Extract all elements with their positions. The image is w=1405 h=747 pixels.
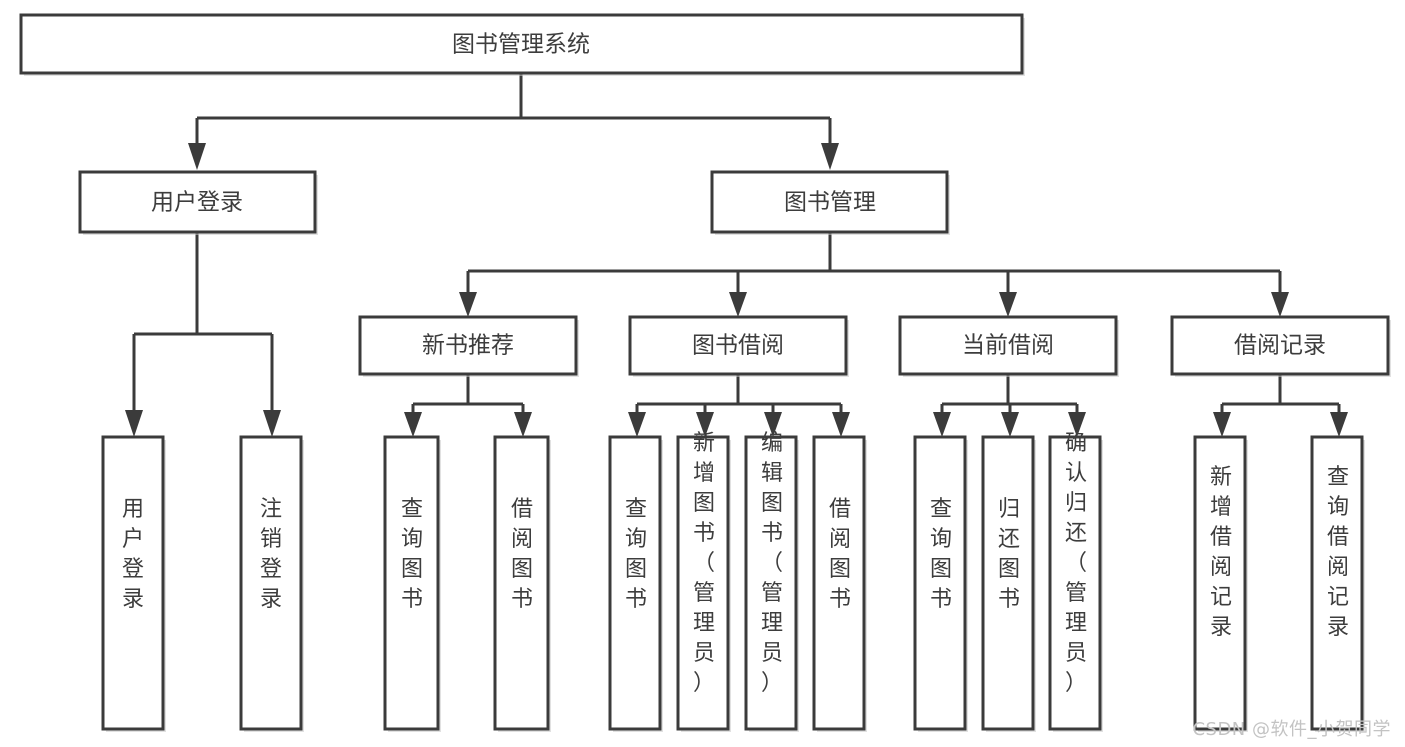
arrow-head-nbr-leaf-1 [404, 412, 422, 437]
connector-group-borrow-record [1213, 374, 1348, 437]
leaf-cb-2-rect[interactable] [981, 435, 1035, 731]
leaf-current-borrow-2[interactable]: 归还图书 [981, 435, 1036, 732]
leaf-bb-2-label: 新增图书（管理员） [693, 431, 715, 696]
leaf-cb-2-label: 归还图书 [998, 497, 1020, 612]
leaf-book-borrow-3[interactable]: 编辑图书（管理员） [744, 431, 799, 732]
arrow-head-cb-leaf-2 [1001, 412, 1019, 437]
leaf-bb-3-label: 编辑图书（管理员） [761, 431, 783, 696]
connector-group-user-login [125, 232, 281, 437]
arrow-head-bb-leaf-3 [764, 412, 782, 437]
node-new-book-rec[interactable]: 新书推荐 [358, 315, 579, 377]
arrow-head-br-leaf-2 [1330, 412, 1348, 437]
arrow-head-book-borrow [729, 292, 747, 317]
arrow-head-leaf-logout [263, 410, 281, 437]
leaf-current-borrow-3[interactable]: 确认归还（管理员） [1048, 431, 1103, 732]
leaf-bb-4-rect[interactable] [812, 435, 866, 731]
arrow-head-br-leaf-1 [1213, 412, 1231, 437]
leaf-cb-1-label: 查询图书 [930, 497, 952, 612]
leaf-cb-3-rect[interactable] [1048, 435, 1102, 731]
arrow-head-bb-leaf-2 [696, 412, 714, 437]
node-book-borrow[interactable]: 图书借阅 [628, 315, 849, 377]
connector-group-root [188, 74, 839, 170]
connector-group-current-borrow [933, 374, 1086, 437]
leaf-nbr-2-rect[interactable] [493, 435, 550, 731]
node-book-mgmt[interactable]: 图书管理 [710, 170, 950, 235]
node-root-system[interactable]: 图书管理系统 [19, 13, 1025, 76]
arrow-head-cb-leaf-1 [933, 412, 951, 437]
arrow-head-book-mgmt [821, 143, 839, 170]
leaf-book-borrow-4[interactable]: 借阅图书 [812, 435, 867, 732]
leaf-user-login-1-label: 用户登录 [122, 497, 144, 612]
leaf-nbr-1-rect[interactable] [383, 435, 440, 731]
leaf-borrow-record-1[interactable]: 新增借阅记录 [1193, 435, 1248, 732]
leaf-borrow-record-2[interactable]: 查询借阅记录 [1310, 435, 1365, 732]
leaf-cb-1-rect[interactable] [913, 435, 967, 731]
node-borrow-record-label: 借阅记录 [1234, 333, 1326, 359]
leaf-bb-1-label: 查询图书 [625, 497, 647, 612]
node-new-book-rec-rect[interactable] [358, 315, 578, 376]
arrow-head-bb-leaf-4 [832, 412, 850, 437]
leaf-user-login-2-rect[interactable] [239, 435, 303, 731]
leaf-new-book-rec-2[interactable]: 借阅图书 [493, 435, 551, 732]
arrow-head-current-borrow [999, 292, 1017, 317]
node-borrow-record-rect[interactable] [1170, 315, 1390, 376]
node-book-borrow-rect[interactable] [628, 315, 848, 376]
node-current-borrow-rect[interactable] [898, 315, 1118, 376]
node-book-mgmt-rect[interactable] [710, 170, 949, 234]
leaf-user-login-1[interactable]: 用户登录 [101, 435, 166, 732]
connector-group-book-mgmt [459, 232, 1289, 317]
leaf-nbr-1-label: 查询图书 [401, 497, 423, 612]
node-current-borrow[interactable]: 当前借阅 [898, 315, 1119, 377]
node-user-login-rect[interactable] [78, 170, 317, 234]
leaf-bb-3-rect[interactable] [744, 435, 798, 731]
connector-group-new-book-rec [404, 374, 532, 437]
node-current-borrow-label: 当前借阅 [962, 333, 1054, 359]
arrow-head-borrow-record [1271, 292, 1289, 317]
node-root-label: 图书管理系统 [452, 32, 590, 58]
leaf-book-borrow-2[interactable]: 新增图书（管理员） [676, 431, 731, 732]
arrow-head-nbr-leaf-2 [514, 412, 532, 437]
leaf-br-2-rect[interactable] [1310, 435, 1364, 731]
node-book-borrow-label: 图书借阅 [692, 333, 784, 359]
leaf-current-borrow-1[interactable]: 查询图书 [913, 435, 968, 732]
arrow-head-leaf-user-login [125, 410, 143, 437]
leaf-nbr-2-label: 借阅图书 [511, 497, 533, 612]
node-borrow-record[interactable]: 借阅记录 [1170, 315, 1391, 377]
leaf-book-borrow-1[interactable]: 查询图书 [608, 435, 663, 732]
node-user-login[interactable]: 用户登录 [78, 170, 318, 235]
leaf-bb-1-rect[interactable] [608, 435, 662, 731]
arrow-head-cb-leaf-3 [1068, 412, 1086, 437]
arrow-head-bb-leaf-1 [628, 412, 646, 437]
leaf-user-login-2[interactable]: 注销登录 [239, 435, 304, 732]
leaf-bb-4-label: 借阅图书 [829, 497, 851, 612]
node-new-book-rec-label: 新书推荐 [422, 333, 514, 359]
node-book-mgmt-label: 图书管理 [784, 190, 876, 216]
leaf-new-book-rec-1[interactable]: 查询图书 [383, 435, 441, 732]
arrow-head-new-book-rec [459, 292, 477, 317]
leaf-user-login-1-rect[interactable] [101, 435, 165, 731]
leaf-cb-3-label: 确认归还（管理员） [1065, 431, 1087, 696]
connector-group-book-borrow [628, 374, 850, 437]
leaf-br-2-label: 查询借阅记录 [1327, 465, 1349, 640]
leaf-br-1-rect[interactable] [1193, 435, 1247, 731]
leaf-user-login-2-label: 注销登录 [260, 497, 282, 612]
leaf-bb-2-rect[interactable] [676, 435, 730, 731]
arrow-head-user-login [188, 143, 206, 170]
node-user-login-label: 用户登录 [151, 190, 243, 216]
leaf-br-1-label: 新增借阅记录 [1210, 465, 1232, 640]
node-root-rect[interactable] [19, 13, 1024, 75]
